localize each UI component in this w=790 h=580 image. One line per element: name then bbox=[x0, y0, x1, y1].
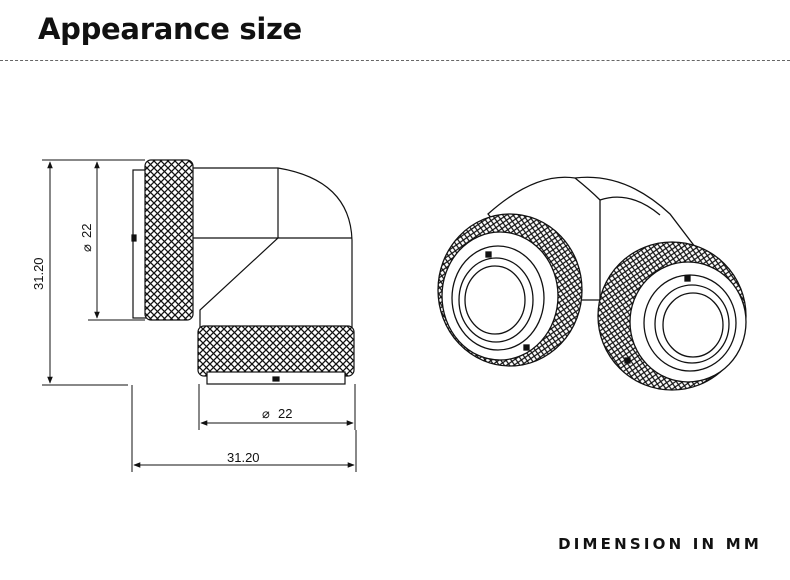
left-knurled-nut bbox=[144, 159, 194, 321]
width-label: 31.20 bbox=[227, 450, 260, 465]
isometric-view bbox=[437, 176, 747, 391]
bottom-knurled-nut bbox=[197, 325, 355, 377]
header-divider bbox=[0, 60, 790, 61]
dimension-lines bbox=[42, 159, 357, 472]
units-note: DIMENSION IN MM bbox=[558, 535, 762, 553]
bottom-nut-mark bbox=[272, 376, 280, 382]
left-nut-mark bbox=[131, 234, 137, 242]
diameter-vertical-label: 22 bbox=[79, 224, 94, 238]
page-title: Appearance size bbox=[38, 12, 302, 46]
height-label: 31.20 bbox=[31, 257, 46, 290]
elbow-body bbox=[189, 167, 353, 329]
diameter-vertical-label-group: ⌀ 22 bbox=[79, 224, 94, 252]
diameter-symbol-vertical: ⌀ bbox=[79, 244, 94, 252]
iso-right-fitting bbox=[597, 241, 747, 391]
diameter-symbol-horizontal: ⌀ bbox=[262, 406, 270, 421]
diameter-horizontal-label: 22 bbox=[278, 406, 292, 421]
iso-left-fitting bbox=[437, 213, 583, 367]
side-view bbox=[131, 159, 355, 385]
